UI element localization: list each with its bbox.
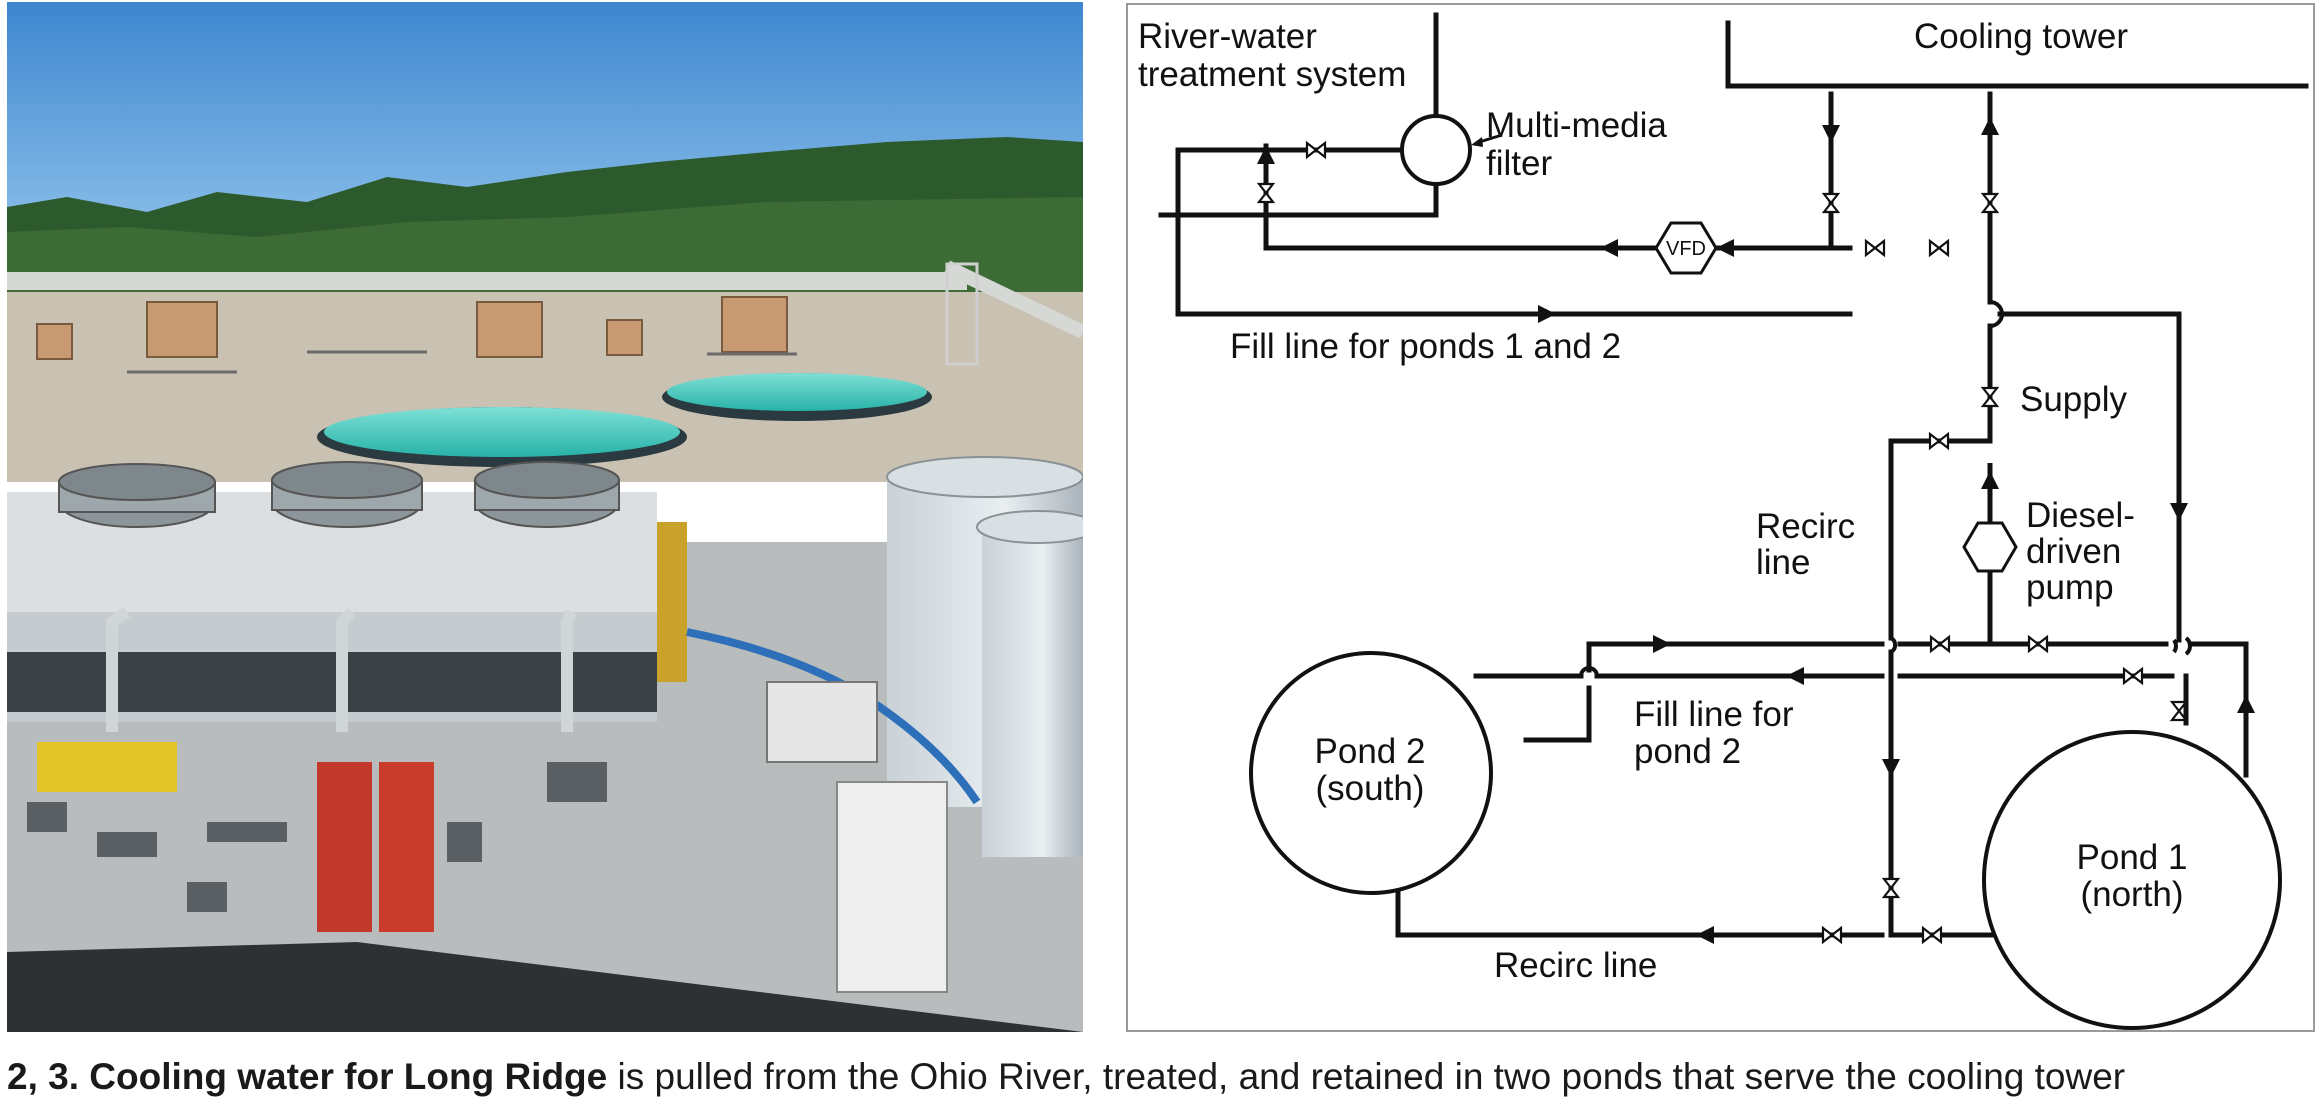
multi-media-filter (1400, 114, 1472, 186)
pond-2-circle (1249, 651, 1493, 895)
recirc-upper-line (1888, 438, 1993, 641)
filter-label-1: Multi-media (1486, 106, 1667, 145)
flow-arrows (1257, 117, 2255, 944)
treatment-label-2: treatment system (1138, 55, 1406, 94)
cooling-tower-line (1725, 20, 2309, 89)
vfd-icon: VFD (1654, 221, 1718, 275)
fill-line-ponds-right (1997, 311, 2182, 643)
caption-lead: 2, 3. Cooling water for Long Ridge (7, 1056, 608, 1097)
pond-1-circle (1982, 730, 2282, 1030)
treatment-box-edge (1158, 12, 1439, 218)
recirc-bottom-label: Recirc line (1494, 946, 1657, 985)
treatment-inlet-line (1175, 147, 1853, 317)
pump-label-3: pump (2026, 568, 2114, 607)
fill-line-ponds-label: Fill line for ponds 1 and 2 (1230, 327, 1621, 366)
cooling-water-flow-diagram: VFD Rive (1138, 12, 2309, 1030)
fill-pond2-label-2: pond 2 (1634, 732, 1741, 771)
vfd-label: VFD (1666, 238, 1706, 260)
pond1-label-2: (north) (2080, 875, 2183, 914)
supply-label: Supply (2020, 380, 2128, 419)
diesel-pump-icon (1962, 521, 2018, 573)
caption-text: is pulled from the Ohio River, treated, … (607, 1056, 2126, 1097)
recirc-label-1: Recirc (1756, 507, 1855, 546)
cooling-tower-label: Cooling tower (1914, 17, 2128, 56)
pond1-label-1: Pond 1 (2077, 838, 2188, 877)
recirc-bottom-line (1395, 887, 1885, 938)
pond2-label-1: Pond 2 (1315, 732, 1426, 771)
filter-label-2: filter (1486, 144, 1552, 183)
recirc-label-2: line (1756, 543, 1810, 582)
cooling-plant-photo (7, 2, 1083, 1032)
figure-caption: 2, 3. Cooling water for Long Ridge is pu… (7, 1050, 2317, 1104)
return-to-treatment-line (1263, 143, 1853, 251)
plant-photo (7, 2, 1083, 1032)
fill-pond2-label-1: Fill line for (1634, 695, 1794, 734)
pump-label-1: Diesel- (2026, 496, 2135, 535)
pump-label-2: driven (2026, 532, 2121, 571)
treatment-label-1: River-water (1138, 17, 1317, 56)
pond2-label-2: (south) (1316, 769, 1425, 808)
